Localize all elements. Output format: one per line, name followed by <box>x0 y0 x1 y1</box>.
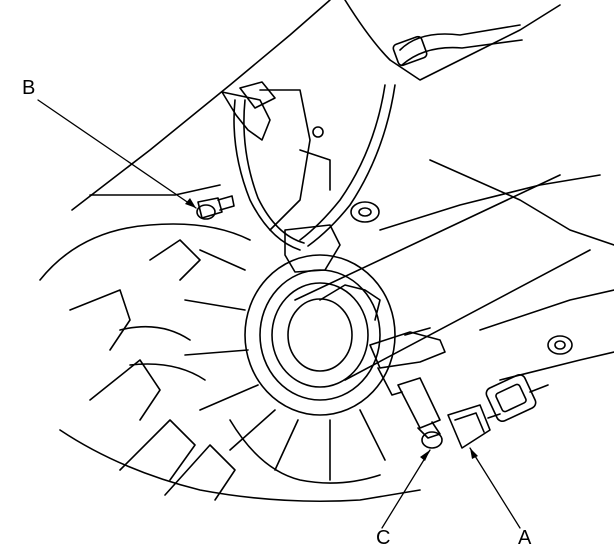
lower-arm-bolt <box>547 335 573 355</box>
leader-line-c <box>381 449 431 529</box>
leader-arrow-c <box>420 450 430 461</box>
wire-bracket-mid <box>284 224 341 273</box>
bolt-b <box>196 195 235 220</box>
lower-knuckle-inner <box>229 419 381 484</box>
upper-frame-outline <box>71 0 331 211</box>
harness-connector <box>485 373 549 423</box>
subframe-top <box>344 0 561 81</box>
hose-fitting <box>392 35 428 67</box>
knuckle-bolt-upper <box>350 201 380 223</box>
brake-hose-upper <box>399 24 521 51</box>
subframe-right <box>429 159 614 246</box>
callout-label-c: C <box>376 527 391 549</box>
wire-clip-top <box>239 81 276 109</box>
leader-arrow-b <box>185 198 196 208</box>
lower-arm <box>479 289 614 331</box>
sensor-bracket <box>369 327 446 396</box>
callout-label-b: B <box>22 77 36 99</box>
sensor-wire-right-2 <box>307 84 396 247</box>
wheel-hub <box>244 254 396 416</box>
brake-hose-upper-2 <box>401 39 523 66</box>
sensor-connector-a <box>447 404 501 449</box>
drive-shaft <box>287 174 591 381</box>
subframe-lower-edge <box>379 174 601 231</box>
upper-frame-inner <box>89 184 221 196</box>
strut-bracket <box>259 89 311 231</box>
lower-knuckle <box>59 429 421 503</box>
hub-ribs <box>184 249 386 481</box>
leader-line-a <box>469 447 521 529</box>
leader-arrow-a <box>470 448 478 459</box>
lower-arm-2 <box>499 351 614 381</box>
brake-disc <box>39 223 251 501</box>
strut-bracket-inner <box>299 149 331 191</box>
bracket-bolt-hole <box>312 126 324 138</box>
wheel-speed-sensor <box>397 377 443 449</box>
sensor-wire-left <box>233 99 301 251</box>
callout-label-a: A <box>518 527 532 549</box>
sensor-wire-left-2 <box>243 99 305 244</box>
wire-bracket-top <box>221 91 271 141</box>
leader-line-b <box>37 99 197 209</box>
